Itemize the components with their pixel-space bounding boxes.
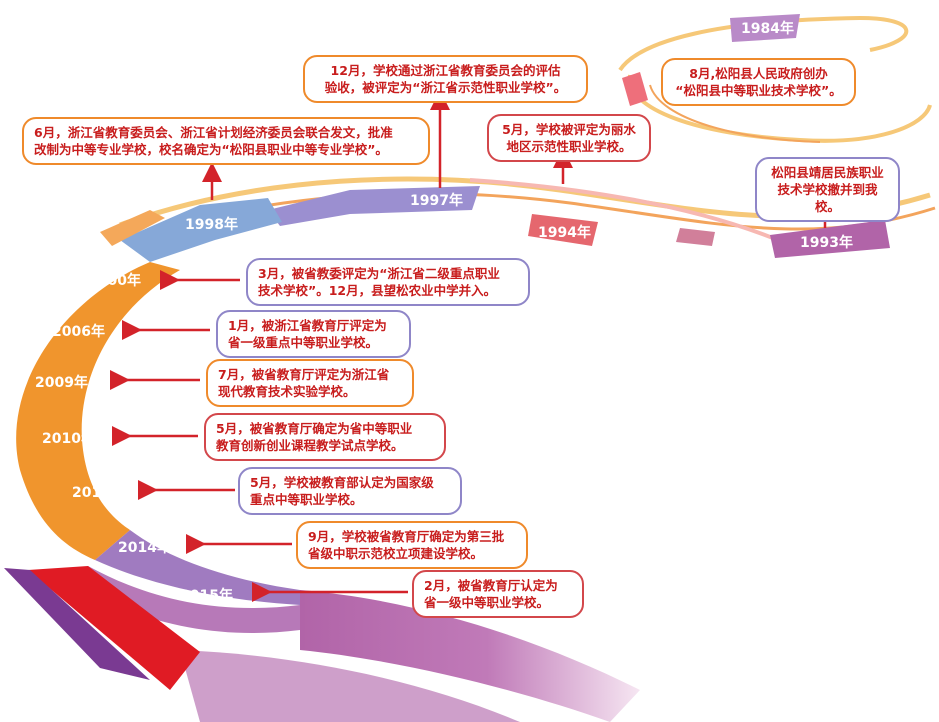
year-label-2010: 2010年 [42,431,95,447]
year-label-1998: 1998年 [185,217,238,233]
band-orange-arc [16,262,180,560]
event-2010-line-1: 5月，被省教育厅确定为省中等职业 [216,421,413,436]
event-box-1998: 6月，浙江省教育委员会、浙江省计划经济委员会联合发文，批准 改制为中等专业学校，… [22,117,430,165]
band-1997 [268,186,480,226]
event-2015-line-2: 省一级中等职业学校。 [424,595,550,610]
event-2011-line-1: 5月，学校被教育部认定为国家级 [250,475,434,490]
event-2000-line-2: 技术学校”。12月，县望松农业中学并入。 [258,283,497,298]
event-2000-line-1: 3月，被省教委评定为“浙江省二级重点职业 [258,266,500,281]
event-2014-line-1: 9月，学校被省教育厅确定为第三批 [308,529,505,544]
band-2015 [80,566,300,634]
band-2014 [95,530,300,605]
year-label-1993: 1993年 [800,235,853,251]
event-2009-line-2: 现代教育技术实验学校。 [218,384,356,399]
year-label-2014: 2014年 [118,540,171,556]
year-label-2006: 2006年 [52,324,105,340]
event-1997-line-1: 12月，学校通过浙江省教育委员会的评估 [330,63,561,78]
event-1997-line-2: 验收，被评定为“浙江省示范性职业学校”。 [324,80,567,95]
event-1984-line-1: 8月,松阳县人民政府创办 [689,66,828,81]
event-box-1993: 松阳县靖居民族职业 技术学校撤并到我校。 [755,157,900,222]
event-box-2006: 1月，被浙江省教育厅评定为 省一级重点中等职业学校。 [216,310,411,358]
band-purple-dark [4,568,150,680]
band-1993 [770,220,890,258]
connector-arrows [110,90,835,602]
event-box-1984: 8月,松阳县人民政府创办 “松阳县中等职业技术学校”。 [661,58,856,106]
year-label-2015: 2015年 [180,588,233,604]
event-2015-line-1: 2月，被省教育厅认定为 [424,578,558,593]
band-1998-orange [100,210,165,246]
event-2006-line-2: 省一级重点中等职业学校。 [228,335,379,350]
event-box-2010: 5月，被省教育厅确定为省中等职业 教育创新创业课程教学试点学校。 [204,413,446,461]
event-box-2009: 7月，被省教育厅评定为浙江省 现代教育技术实验学校。 [206,359,414,407]
event-1994-line-2: 地区示范性职业学校。 [506,139,632,154]
event-1994-line-1: 5月，学校被评定为丽水 [502,122,636,137]
event-box-1997: 12月，学校通过浙江省教育委员会的评估 验收，被评定为“浙江省示范性职业学校”。 [303,55,588,103]
event-2006-line-1: 1月，被浙江省教育厅评定为 [228,318,387,333]
year-label-2000: 2000年 [88,273,141,289]
event-box-2011: 5月，学校被教育部认定为国家级 重点中等职业学校。 [238,467,462,515]
event-box-2000: 3月，被省教委评定为“浙江省二级重点职业 技术学校”。12月，县望松农业中学并入… [246,258,530,306]
year-label-1984: 1984年 [741,21,794,37]
event-1993-line-2: 技术学校撤并到我校。 [777,182,878,214]
band-fade [300,590,640,722]
band-red [28,566,200,690]
event-box-2014: 9月，学校被省教育厅确定为第三批 省级中职示范校立项建设学校。 [296,521,528,569]
band-1984 [730,14,800,42]
band-1998 [120,198,282,262]
event-1998-line-2: 改制为中等专业学校，校名确定为“松阳县职业中等专业学校”。 [34,142,388,157]
event-2009-line-1: 7月，被省教育厅评定为浙江省 [218,367,390,382]
year-label-2009: 2009年 [35,375,88,391]
year-label-2011: 2011年 [72,485,125,501]
event-1993-line-1: 松阳县靖居民族职业 [771,165,884,180]
band-fade-lower [180,650,520,722]
year-label-1994: 1994年 [538,225,591,241]
event-2010-line-2: 教育创新创业课程教学试点学校。 [216,438,404,453]
year-label-1997: 1997年 [410,193,463,209]
event-1984-line-2: “松阳县中等职业技术学校”。 [675,83,842,98]
event-2011-line-2: 重点中等职业学校。 [250,492,363,507]
event-2014-line-2: 省级中职示范校立项建设学校。 [308,546,484,561]
band-1993b [676,228,715,246]
band-1994 [528,214,598,246]
event-1998-line-1: 6月，浙江省教育委员会、浙江省计划经济委员会联合发文，批准 [34,125,393,140]
event-box-2015: 2月，被省教育厅认定为 省一级中等职业学校。 [412,570,584,618]
event-box-1994: 5月，学校被评定为丽水 地区示范性职业学校。 [487,114,651,162]
band-pink-small [622,72,648,106]
